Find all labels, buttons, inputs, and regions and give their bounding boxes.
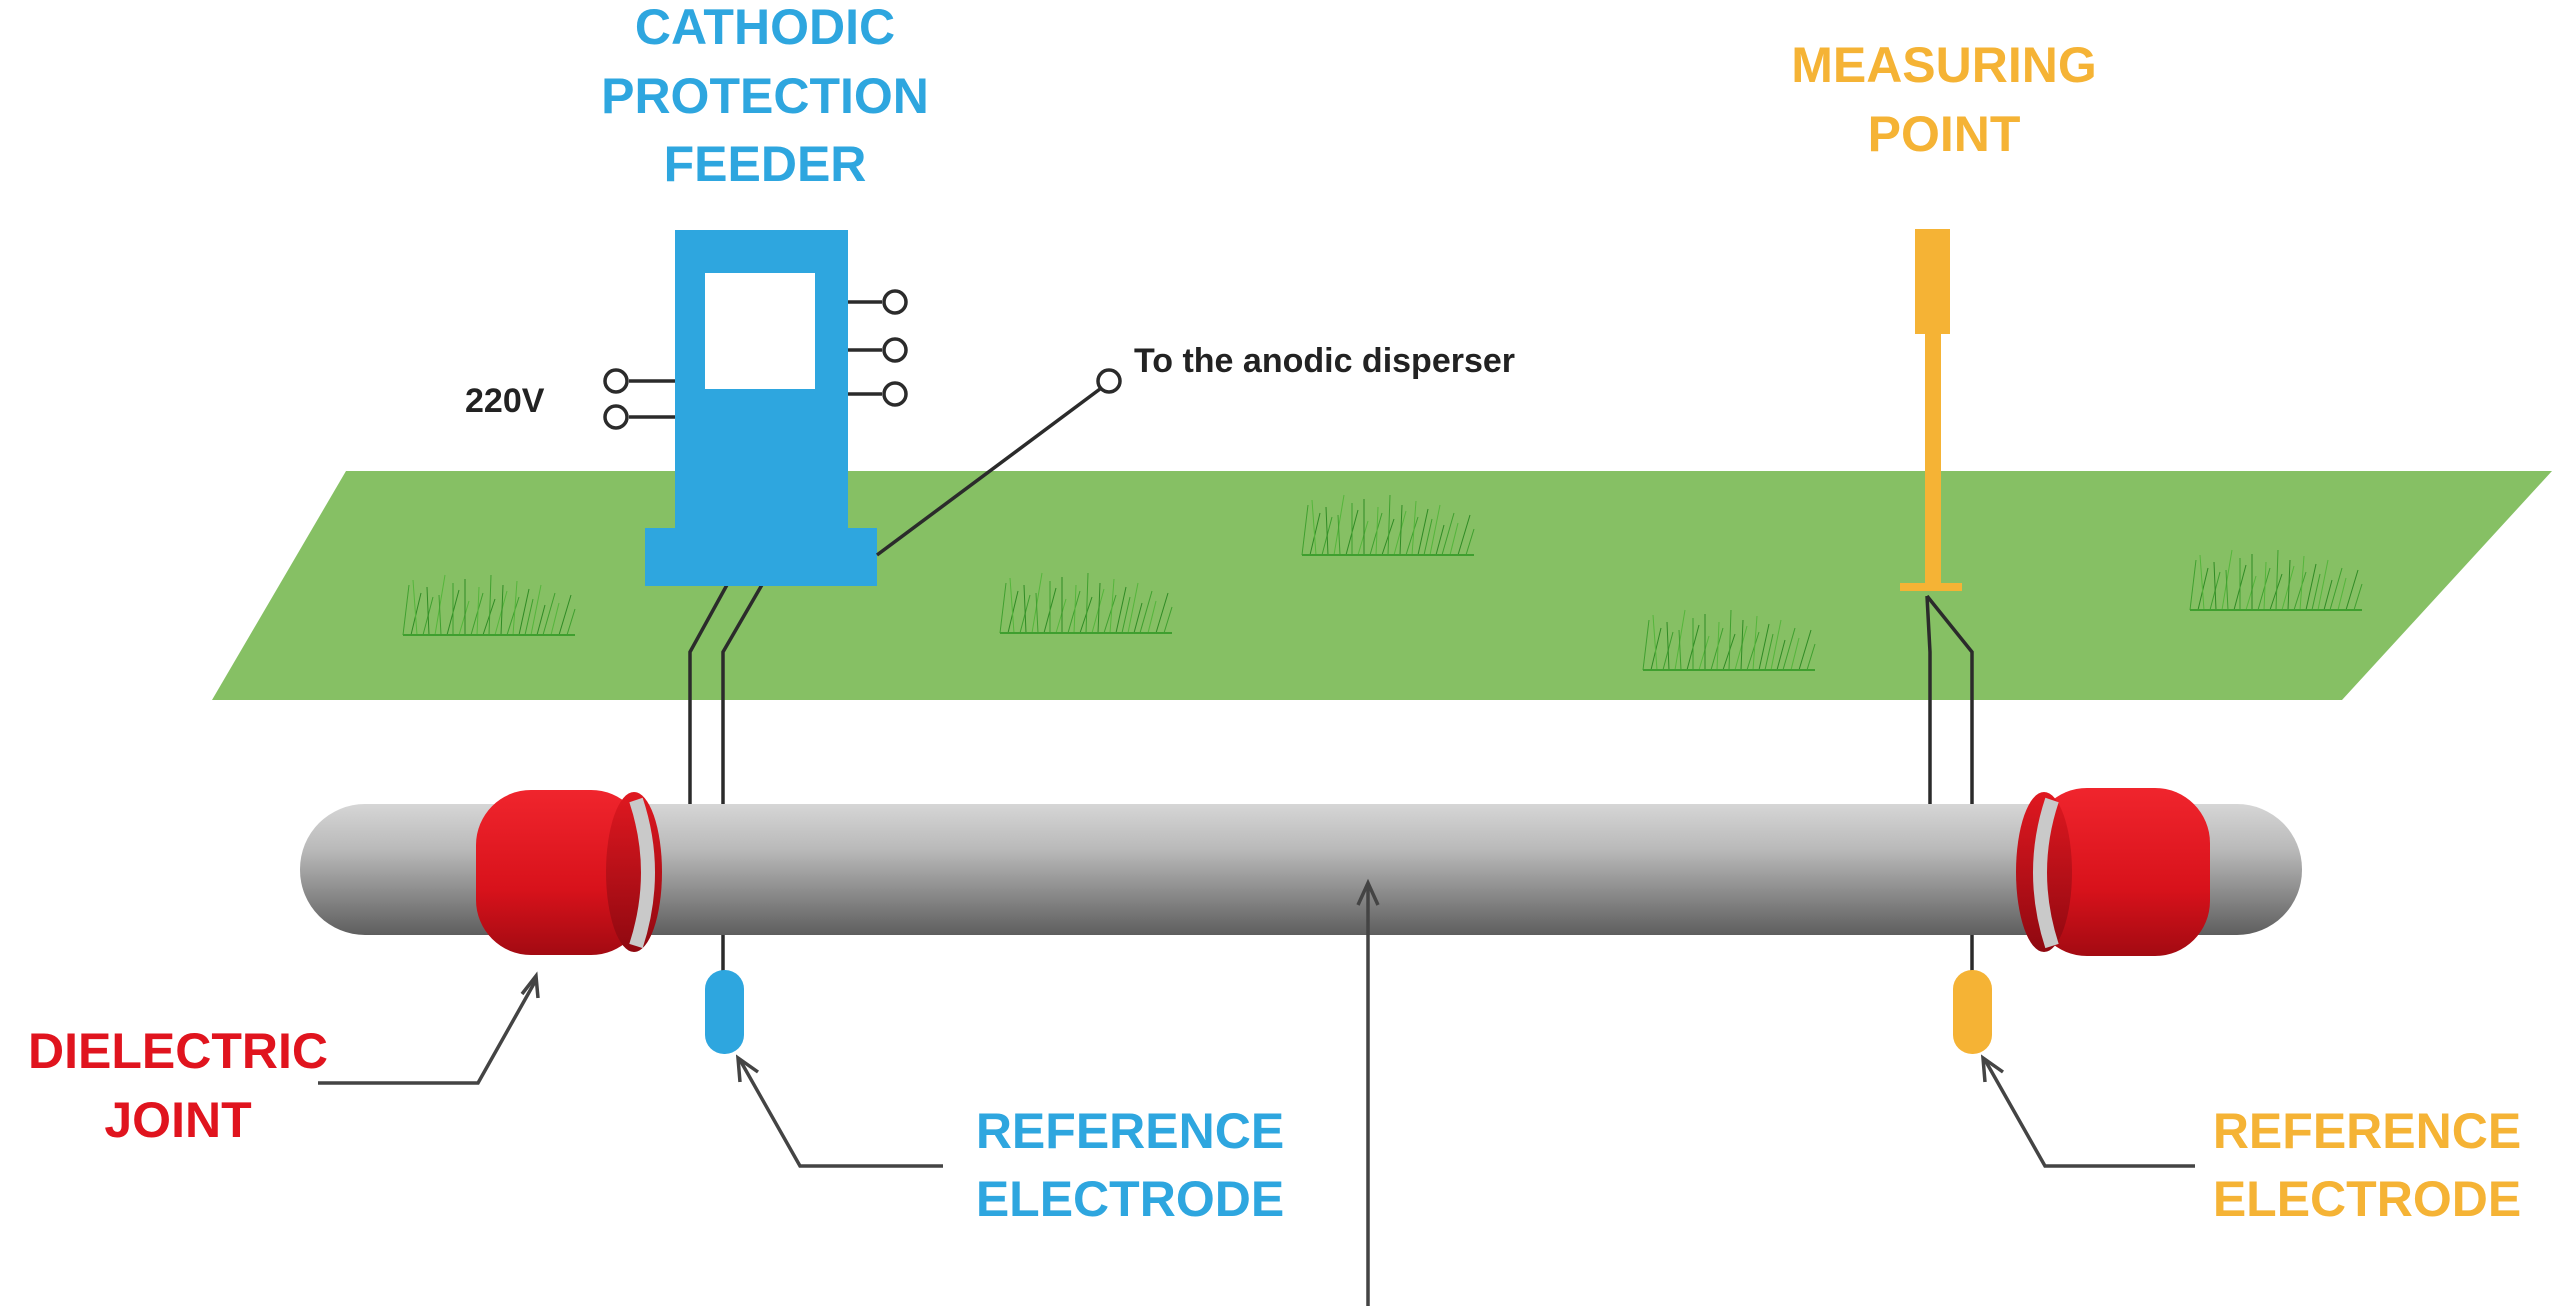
measuring-point-label-line1: MEASURING (1791, 37, 2097, 93)
reference-electrode-left-label-line2: ELECTRODE (976, 1171, 1284, 1227)
ground-surface (212, 471, 2552, 700)
voltage-terminals (603, 368, 675, 430)
reference-electrode-left (705, 970, 744, 1054)
reference-electrode-right-label-line2: ELECTRODE (2213, 1171, 2521, 1227)
pipeline-arrow (1356, 878, 1380, 1306)
dielectric-joint-label-line2: JOINT (104, 1092, 251, 1148)
voltage-label: 220V (465, 382, 545, 420)
reference-electrode-left-arrow (735, 1054, 943, 1168)
reference-electrode-left-label-line1: REFERENCE (976, 1103, 1284, 1159)
reference-electrode-right (1953, 970, 1992, 1054)
dielectric-joint-right (2016, 788, 2210, 956)
reference-electrode-right-label-line1: REFERENCE (2213, 1103, 2521, 1159)
measuring-wire-pipe (1925, 595, 1932, 805)
anodic-disperser-label: To the anodic disperser (1134, 342, 1515, 380)
dielectric-joint-arrow (318, 971, 540, 1085)
feeder-wire-pipe (688, 582, 730, 805)
measuring-point-post (1900, 229, 1962, 591)
reference-electrode-right-arrow (1980, 1054, 2195, 1168)
feeder-label-line3: FEEDER (664, 136, 867, 192)
dielectric-joint-left (476, 790, 662, 955)
measuring-point-label-line2: POINT (1868, 106, 2021, 162)
anodic-disperser-wire (875, 368, 1122, 557)
feeder-label-line1: CATHODIC (635, 0, 895, 55)
feeder-output-terminals (848, 289, 908, 407)
cathodic-protection-feeder (645, 230, 877, 586)
pipeline (300, 804, 2302, 935)
dielectric-joint-label-line1: DIELECTRIC (28, 1023, 328, 1079)
feeder-label-line2: PROTECTION (601, 68, 929, 124)
